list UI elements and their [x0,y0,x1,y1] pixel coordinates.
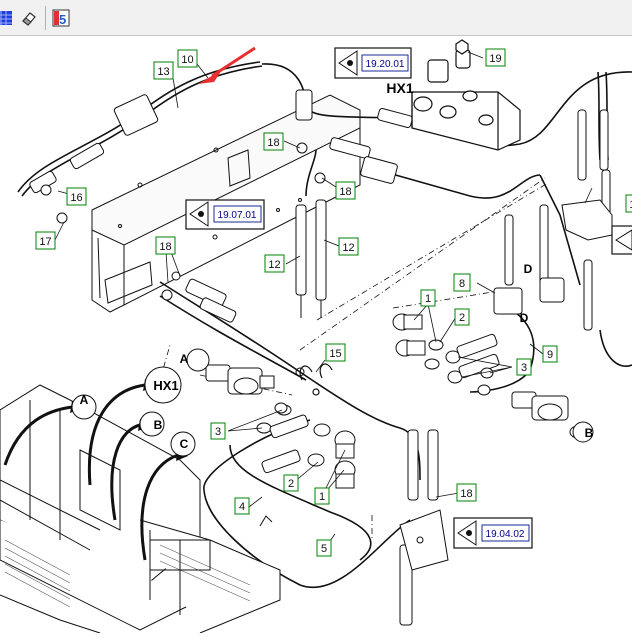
callout-13[interactable]: 13 [153,61,174,80]
label-hx1-bottom: HX1 [153,378,178,393]
callout-18-b[interactable]: 18 [335,181,356,200]
svg-text:10: 10 [181,54,193,66]
callout-16[interactable]: 16 [66,187,87,206]
valve-block-hx1 [411,39,521,151]
svg-text:8: 8 [459,278,465,290]
bracket-right [399,199,613,571]
callout-18-a[interactable]: 18 [263,132,284,151]
report-icon[interactable]: 5 [52,9,70,27]
callout-3-top[interactable]: 3 [516,358,532,376]
reference-box-19-20-01[interactable]: 19.20.01 [334,47,412,79]
clip-symbol [259,515,273,527]
label-a-bottom: A [80,393,89,407]
svg-text:18: 18 [629,199,632,211]
svg-text:18: 18 [339,186,351,198]
reference-box-19-04-02[interactable]: 19.04.02 [453,517,533,549]
report-glyph: 5 [59,12,66,27]
fittings [29,89,413,323]
annotation-arrow [198,46,256,84]
fitting-group-mid [392,277,565,396]
svg-text:15: 15 [329,348,341,360]
reference-label-19-04-02: 19.04.02 [486,529,525,540]
toolbar: 5 [0,0,632,36]
svg-text:2: 2 [459,312,465,324]
callout-12-b[interactable]: 12 [338,237,359,256]
svg-text:12: 12 [342,242,354,254]
reference-box-partial [611,225,632,255]
grid-icon[interactable] [0,9,13,27]
callout-3-low[interactable]: 3 [210,422,226,440]
callout-18-c[interactable]: 18 [155,236,176,255]
reference-label-19-07-01: 19.07.01 [218,210,257,221]
callout-19[interactable]: 19 [485,48,506,67]
label-b-right: B [585,426,594,440]
center-lines [159,177,549,540]
svg-text:1: 1 [319,491,325,503]
clamp-15 [299,363,333,396]
svg-text:13: 13 [157,66,169,78]
motor-valve-left [205,364,275,395]
svg-text:18: 18 [460,488,472,500]
svg-text:18: 18 [159,241,171,253]
callout-17[interactable]: 17 [35,231,56,250]
label-a-top: A [180,352,189,366]
svg-text:12: 12 [268,259,280,271]
callout-1-top[interactable]: 1 [420,289,436,307]
svg-text:18: 18 [267,137,279,149]
detail-circles [71,348,594,457]
callouts: 10 13 16 17 18 18 18 12 12 19 8 1 2 3 9 … [35,48,632,557]
fitting-group-low [171,271,356,489]
callout-2-low[interactable]: 2 [283,474,299,492]
callout-4[interactable]: 4 [234,497,250,515]
callout-12-a[interactable]: 12 [264,254,285,273]
svg-text:2: 2 [288,478,294,490]
svg-text:1: 1 [425,293,431,305]
hose-assemblies-12 [295,109,611,626]
svg-text:3: 3 [215,426,221,438]
callout-18-e[interactable]: 18 [625,194,632,213]
reference-box-19-07-01[interactable]: 19.07.01 [185,199,265,230]
callout-8[interactable]: 8 [453,273,471,292]
callout-15[interactable]: 15 [325,343,346,362]
svg-text:19: 19 [489,53,501,65]
label-c-bottom: C [180,437,189,451]
callout-18-d[interactable]: 18 [456,483,477,502]
flow-arrows [3,383,179,561]
toolbar-separator [45,6,46,30]
callout-2-top[interactable]: 2 [454,308,470,326]
machine-overview [0,384,281,634]
callout-1-low[interactable]: 1 [314,487,330,505]
frame-part [91,94,361,313]
label-d2: D [520,311,529,325]
eraser-icon[interactable] [20,9,38,27]
svg-text:3: 3 [521,362,527,374]
label-hx1-top: HX1 [386,80,413,96]
label-d1: D [524,262,533,276]
callout-9[interactable]: 9 [542,345,558,363]
reference-label-19-20-01: 19.20.01 [366,59,405,70]
diagram-canvas: A HX1 B C A B HX1 D D 19.20.01 [0,36,632,634]
svg-text:16: 16 [70,192,82,204]
callout-5[interactable]: 5 [316,539,332,557]
svg-text:9: 9 [547,349,553,361]
label-b-bottom: B [154,418,163,432]
leader-lines [54,51,593,549]
svg-text:17: 17 [39,236,51,248]
svg-text:4: 4 [239,501,245,513]
callout-10[interactable]: 10 [177,49,198,68]
svg-text:5: 5 [321,543,327,555]
